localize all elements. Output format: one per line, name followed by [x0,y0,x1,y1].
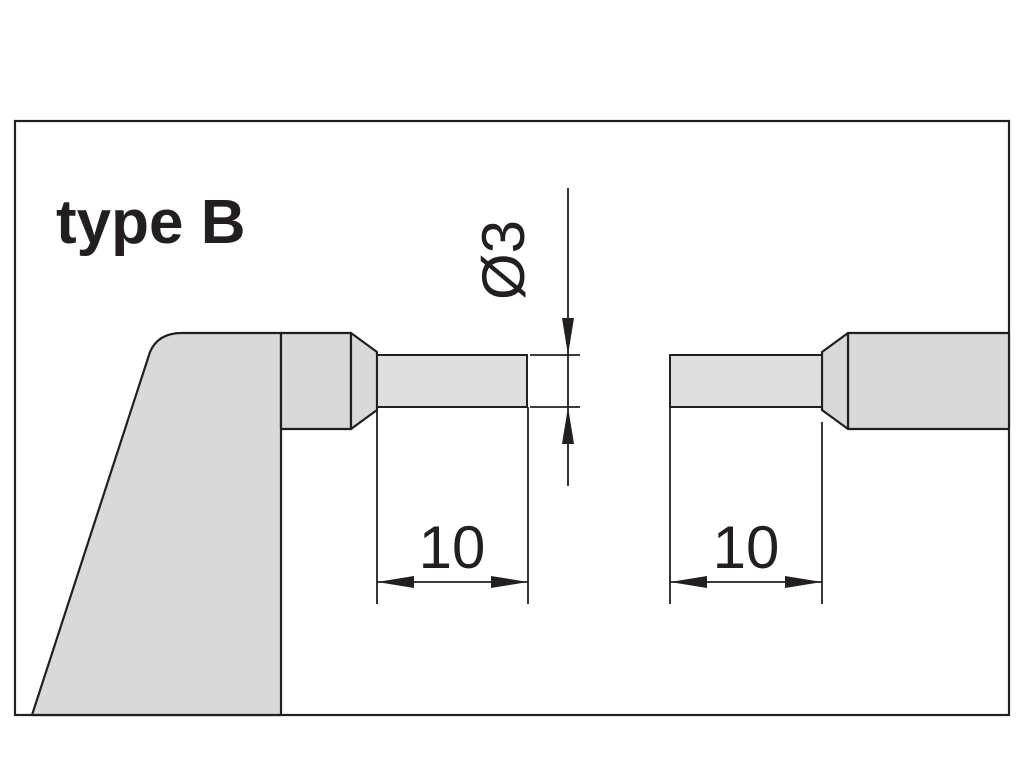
right-length-label: 10 [713,514,780,581]
diameter-arrow-up [562,407,574,444]
anvil-taper [349,331,379,431]
spindle-tip [669,354,823,408]
right-arrow-end [785,576,822,588]
anvil-tip [376,354,528,408]
diameter-arrow-down [562,318,574,355]
right-arrow-start [670,576,707,588]
spindle-taper [820,331,850,431]
left-arrow-end [491,576,528,588]
spindle-barrel [846,331,1011,431]
anvil-barrel [279,331,353,431]
type-title: type B [56,188,245,257]
frame-body [30,331,283,717]
left-arrow-start [377,576,414,588]
left-length-label: 10 [419,514,486,581]
diameter-label: Ø3 [470,220,537,300]
